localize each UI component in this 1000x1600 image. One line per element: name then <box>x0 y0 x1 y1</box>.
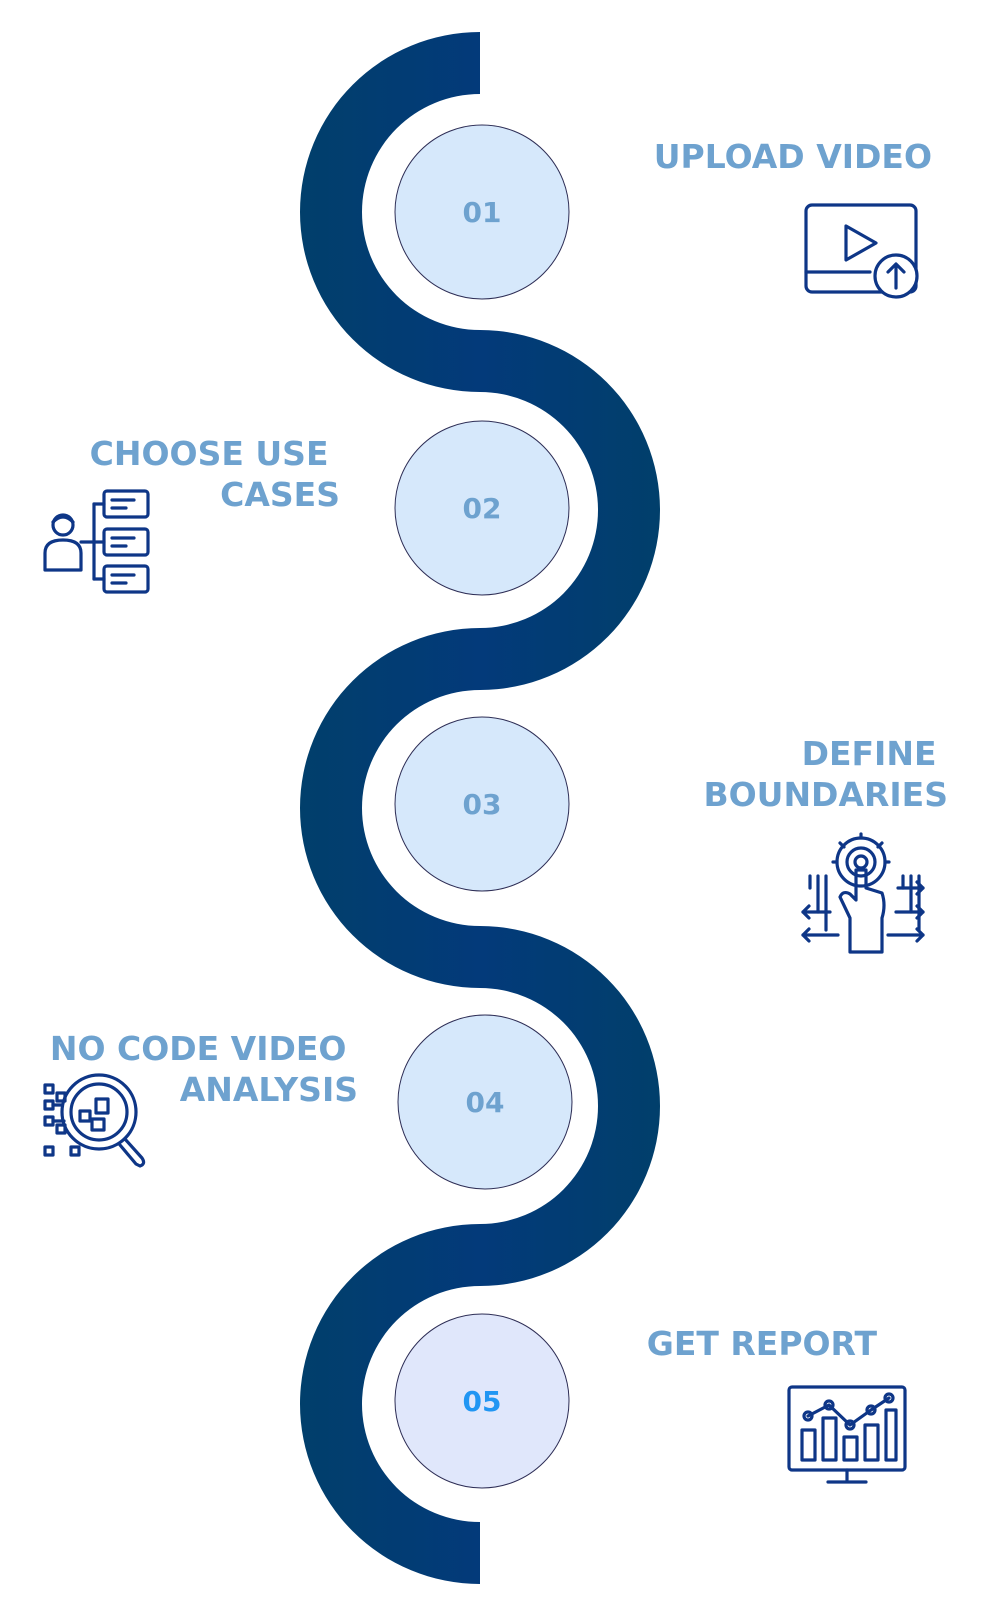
step-circle <box>397 1014 573 1190</box>
step-title-line: DEFINE <box>802 734 937 773</box>
step-3: 03 DEFINE BOUNDARIES <box>394 716 948 954</box>
upload-video-icon <box>804 203 919 299</box>
step-circle <box>394 420 570 596</box>
serpentine-path <box>300 32 660 1584</box>
step-4: 04 NO CODE VIDEO ANALYSIS <box>43 1014 573 1190</box>
path-segment-4 <box>480 926 660 1286</box>
step-title-line: UPLOAD VIDEO <box>654 137 932 176</box>
step-title: GET REPORT <box>647 1324 878 1363</box>
define-boundaries-icon <box>801 832 925 954</box>
step-number: 02 <box>463 492 502 525</box>
use-cases-icon <box>43 489 150 594</box>
path-segment-5 <box>300 1224 480 1584</box>
path-segment-2 <box>480 330 660 690</box>
step-2: 02 CHOOSE USE CASES <box>43 420 570 596</box>
step-title: DEFINE BOUNDARIES <box>703 734 948 814</box>
step-circle <box>394 124 570 300</box>
step-title: CHOOSE USE CASES <box>90 434 340 514</box>
path-segment-3 <box>300 628 480 988</box>
step-title-line: CASES <box>220 475 340 514</box>
step-circle <box>394 716 570 892</box>
step-1: 01 UPLOAD VIDEO <box>394 124 932 300</box>
step-title-line: NO CODE VIDEO <box>50 1029 347 1068</box>
video-analysis-icon <box>43 1073 146 1168</box>
path-segment-1 <box>300 32 480 392</box>
step-title-line: CHOOSE USE <box>90 434 329 473</box>
step-title: UPLOAD VIDEO <box>654 137 932 176</box>
step-title: NO CODE VIDEO ANALYSIS <box>50 1029 358 1109</box>
step-number: 04 <box>466 1086 505 1119</box>
step-number: 01 <box>463 196 502 229</box>
step-number: 03 <box>463 788 502 821</box>
step-title-line: GET REPORT <box>647 1324 878 1363</box>
step-title-line: ANALYSIS <box>180 1070 358 1109</box>
step-circle <box>394 1313 570 1489</box>
step-number: 05 <box>463 1385 502 1418</box>
report-icon <box>787 1385 907 1484</box>
step-5: 05 GET REPORT <box>394 1313 907 1489</box>
step-title-line: BOUNDARIES <box>703 775 948 814</box>
